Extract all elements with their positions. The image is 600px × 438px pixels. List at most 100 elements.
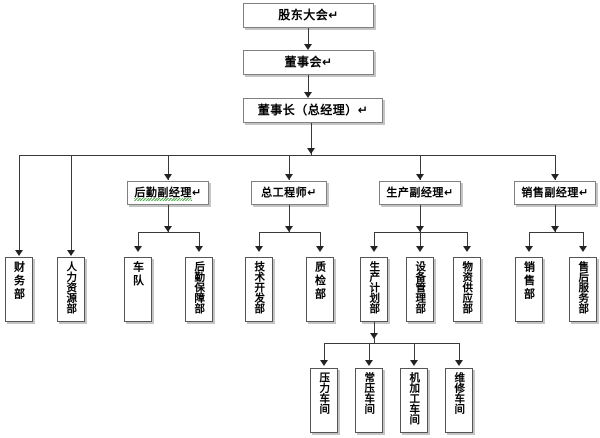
- arrowhead-production-vp-down: [416, 226, 424, 232]
- node-pressure-workshop[interactable]: 压力车间: [310, 368, 338, 433]
- node-label: 设备管理部: [414, 261, 427, 314]
- node-label: 股东大会↵: [278, 8, 339, 23]
- node-label: 物资供应部: [461, 261, 474, 314]
- node-label: 技术开发部: [253, 261, 266, 314]
- connector-to-fleet: [138, 232, 139, 250]
- node-chairman-general-manager[interactable]: 董事长（总经理）↵: [243, 98, 383, 123]
- connector-sales-vp-down: [555, 205, 556, 232]
- arrowhead-production-plan-to-workshops: [370, 333, 378, 339]
- pilcrow-mark: ↵: [578, 186, 589, 200]
- pilcrow-mark: ↵: [321, 55, 333, 70]
- node-logistics-vp[interactable]: 后勤副经理↵: [127, 181, 209, 205]
- arrowhead-to-fleet: [134, 246, 142, 252]
- node-sales-vp[interactable]: 销售副经理↵: [514, 181, 596, 205]
- connector-to-logistics-support: [199, 232, 200, 250]
- connector-board-to-chairman: [308, 75, 309, 96]
- connector-shareholders-to-board: [308, 28, 309, 48]
- arrowhead-to-equipment-mgmt: [416, 246, 424, 252]
- bus-workshops: [324, 343, 459, 344]
- arrowhead-to-sales-dept: [525, 246, 533, 252]
- node-label: 生产计划部: [368, 261, 381, 314]
- connector-to-atmospheric-workshop: [369, 343, 370, 364]
- node-label: 销售部: [522, 261, 536, 302]
- node-label: 常压车间: [363, 372, 376, 414]
- node-production-plan-dept[interactable]: 生产计划部: [360, 257, 388, 322]
- connector-bus-to-chief-engineer: [289, 155, 290, 180]
- node-label: 财务部: [12, 261, 26, 302]
- arrowhead-bus-to-logistics-vp: [164, 174, 172, 180]
- pilcrow-mark: ↵: [191, 186, 202, 200]
- connector-to-maintenance-workshop: [459, 343, 460, 364]
- node-label: 后勤副经理↵: [134, 186, 202, 200]
- connector-to-after-sales: [583, 232, 584, 250]
- arrowhead-to-logistics-support: [195, 246, 203, 252]
- arrowhead-to-pressure-workshop: [320, 360, 328, 366]
- arrowhead-bus-to-hr: [67, 250, 75, 256]
- arrowhead-board-to-chairman: [304, 92, 312, 98]
- pilcrow-mark: ↵: [443, 186, 454, 200]
- node-label: 总工程师↵: [261, 186, 317, 200]
- node-equipment-mgmt-dept[interactable]: 设备管理部: [406, 257, 434, 322]
- connector-chairman-to-bus: [311, 123, 312, 155]
- arrowhead-to-production-plan: [370, 246, 378, 252]
- main-distribution-bus: [19, 155, 556, 156]
- node-hr-dept[interactable]: 人力资源部: [57, 257, 85, 322]
- node-machining-workshop[interactable]: 机加工车间: [400, 368, 428, 433]
- connector-production-vp-down: [420, 205, 421, 232]
- arrowhead-logistics-vp-down: [164, 226, 172, 232]
- connector-bus-to-finance: [19, 155, 20, 255]
- arrowhead-to-machining-workshop: [410, 360, 418, 366]
- arrowhead-to-material-supply: [463, 246, 471, 252]
- connector-to-sales-dept: [529, 232, 530, 250]
- node-atmospheric-workshop[interactable]: 常压车间: [355, 368, 383, 433]
- node-finance-dept[interactable]: 财务部: [5, 257, 33, 322]
- pilcrow-mark: ↵: [307, 186, 317, 200]
- node-label: 销售副经理↵: [521, 186, 589, 200]
- node-production-vp[interactable]: 生产副经理↵: [379, 181, 461, 205]
- connector-to-tech-dev: [259, 232, 260, 250]
- bus-engineering-children: [259, 232, 320, 233]
- node-label: 机加工车间: [408, 372, 421, 425]
- node-shareholders-meeting[interactable]: 股东大会↵: [243, 3, 374, 28]
- connector-to-equipment-mgmt: [420, 232, 421, 250]
- node-chief-engineer[interactable]: 总工程师↵: [251, 181, 327, 205]
- node-label: 人力资源部: [65, 261, 78, 314]
- arrowhead-to-atmospheric-workshop: [365, 360, 373, 366]
- connector-logistics-vp-down: [168, 205, 169, 232]
- pilcrow-mark: ↵: [357, 103, 369, 118]
- connector-bus-to-production-vp: [420, 155, 421, 180]
- node-label: 生产副经理↵: [386, 186, 454, 200]
- connector-to-production-plan: [374, 232, 375, 250]
- arrowhead-to-maintenance-workshop: [455, 360, 463, 366]
- node-quality-dept[interactable]: 质检部: [306, 257, 334, 322]
- arrowhead-sales-vp-down: [551, 226, 559, 232]
- node-label: 董事长（总经理）↵: [257, 103, 369, 118]
- node-fleet-team[interactable]: 车队: [124, 257, 152, 322]
- connector-bus-to-hr: [71, 155, 72, 255]
- connector-bus-to-sales-vp: [555, 155, 556, 180]
- node-tech-dev-dept[interactable]: 技术开发部: [245, 257, 273, 322]
- connector-chief-engineer-down: [289, 205, 290, 232]
- arrowhead-bus-to-finance: [15, 250, 23, 256]
- node-board-of-directors[interactable]: 董事会↵: [243, 50, 374, 75]
- node-logistics-support-dept[interactable]: 后勤保障部: [185, 257, 213, 322]
- arrowhead-to-tech-dev: [255, 246, 263, 252]
- node-label: 压力车间: [318, 372, 331, 414]
- arrowhead-bus-to-production-vp: [416, 174, 424, 180]
- node-sales-dept[interactable]: 销售部: [515, 257, 543, 322]
- arrowhead-bus-to-sales-vp: [551, 174, 559, 180]
- bus-sales-children: [529, 232, 583, 233]
- node-after-sales-dept[interactable]: 售后服务部: [569, 257, 597, 322]
- arrowhead-chairman-to-bus: [307, 148, 315, 154]
- connector-to-pressure-workshop: [324, 343, 325, 364]
- spellcheck-underline-logistics-vp: [134, 198, 192, 201]
- node-label: 后勤保障部: [193, 261, 206, 314]
- node-label: 维修车间: [453, 372, 466, 414]
- connector-to-machining-workshop: [414, 343, 415, 364]
- connector-bus-to-logistics-vp: [168, 155, 169, 180]
- node-material-supply-dept[interactable]: 物资供应部: [453, 257, 481, 322]
- bus-logistics-children: [138, 232, 199, 233]
- arrowhead-shareholders-to-board: [304, 44, 312, 50]
- node-maintenance-workshop[interactable]: 维修车间: [445, 368, 473, 433]
